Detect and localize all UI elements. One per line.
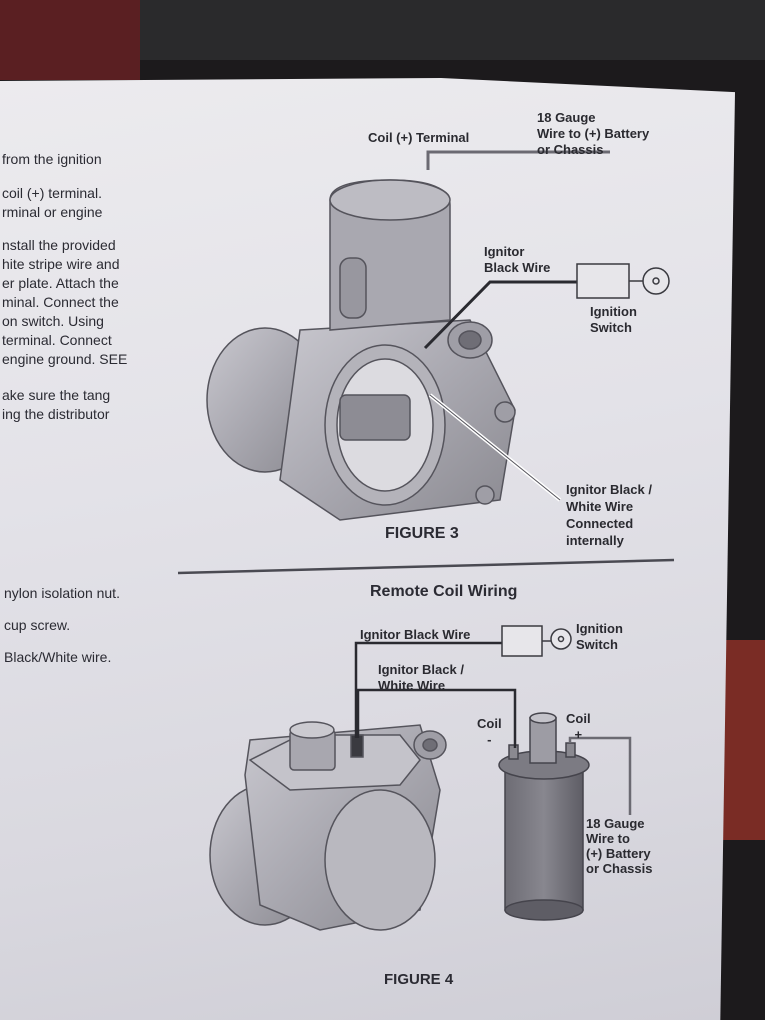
background-dark-area: [140, 0, 765, 60]
ignitor-black-wire-label-fig3: Ignitor Black Wire: [484, 244, 551, 275]
figure4-caption: FIGURE 4: [384, 971, 454, 988]
coil-minus-label: Coil -: [477, 716, 502, 747]
section-divider: [177, 558, 675, 575]
figure4-distributor: [209, 721, 447, 931]
left-text-block-3: nstall the provided hite stripe wire and…: [2, 237, 128, 367]
remote-coil-wiring-title: Remote Coil Wiring: [370, 583, 518, 600]
figure3-ignition-switch: [576, 263, 670, 299]
left-text-block-4: ake sure the tang ing the distributor: [2, 387, 111, 422]
figure4-coil: [498, 712, 590, 921]
left-text-block-1: from the ignition: [2, 151, 102, 167]
figure3-caption: FIGURE 3: [385, 525, 459, 542]
figure3-wires: [423, 150, 610, 502]
gauge-wire-label-fig3: 18 Gauge Wire to (+) Battery or Chassis: [537, 110, 650, 157]
left-text-block-2: coil (+) terminal. rminal or engine: [2, 185, 103, 220]
figure4-ignition-switch: [501, 625, 572, 657]
ignitor-black-wire-label-fig4: Ignitor Black Wire: [360, 627, 471, 642]
figure3-distributor: [206, 179, 516, 521]
coil-plus-label: Coil +: [566, 711, 591, 742]
ignition-switch-label-fig3: Ignition Switch: [590, 304, 637, 335]
background-red-object: [0, 0, 140, 80]
ignitor-bw-wire-label-fig3: Ignitor Black / White Wire Connected int…: [566, 482, 652, 548]
gauge-wire-label-fig4: 18 Gauge Wire to (+) Battery or Chassis: [586, 816, 653, 876]
left-text-block-5: nylon isolation nut. cup screw. Black/Wh…: [4, 585, 120, 665]
ignition-switch-label-fig4: Ignition Switch: [576, 621, 623, 652]
ignitor-bw-wire-label-fig4: Ignitor Black / White Wire: [378, 662, 464, 693]
coil-terminal-label: Coil (+) Terminal: [368, 130, 470, 145]
figure4-wires: [354, 641, 632, 815]
